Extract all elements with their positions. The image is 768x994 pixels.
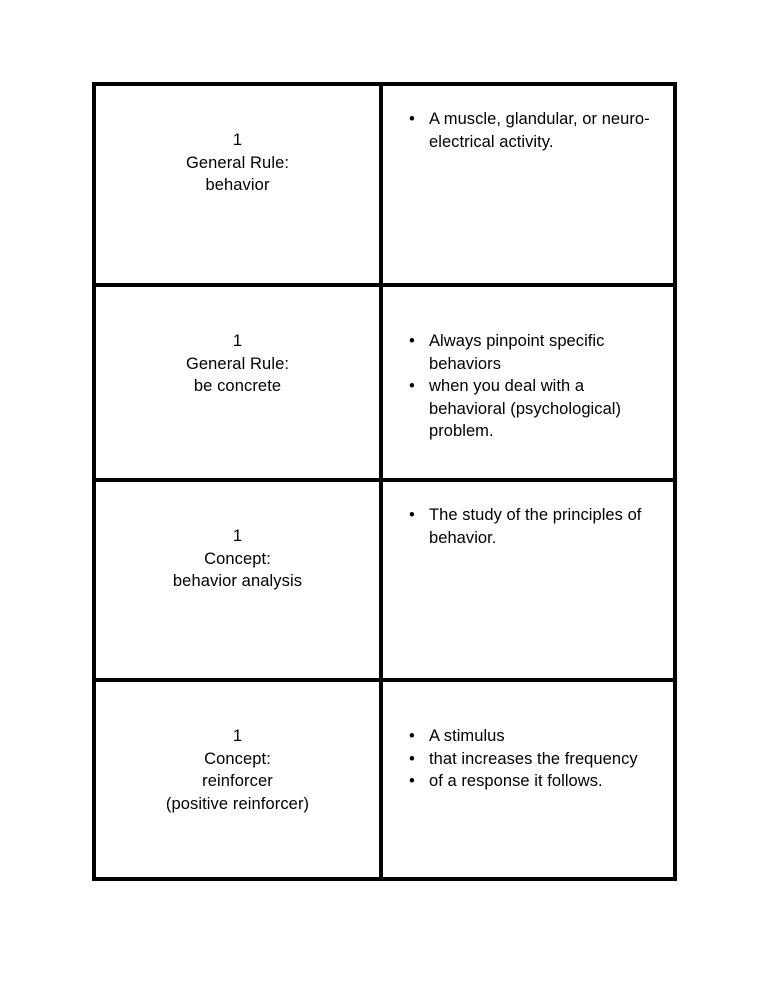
bullet-icon: • bbox=[409, 749, 415, 768]
term-number: 1 bbox=[232, 131, 243, 149]
bullet-icon: • bbox=[409, 506, 415, 524]
list-item-text: Always pinpoint specific behaviors bbox=[429, 332, 605, 373]
bullet-icon: • bbox=[409, 377, 415, 395]
definition-cell: • Always pinpoint specific behaviors • w… bbox=[383, 287, 673, 478]
list-item-text: of a response it follows. bbox=[429, 772, 603, 790]
list-item-text: The study of the principles of behavior. bbox=[429, 506, 642, 547]
term-extra: (positive reinforcer) bbox=[165, 794, 310, 813]
term-category: General Rule: bbox=[185, 354, 290, 373]
term-block: 1 General Rule: be concrete bbox=[96, 330, 379, 398]
definition-cell: • A stimulus • that increases the freque… bbox=[383, 682, 673, 877]
list-item: • of a response it follows. bbox=[383, 770, 669, 793]
term-number: 1 bbox=[232, 332, 243, 350]
term-name: behavior bbox=[205, 176, 270, 194]
table-row: 1 Concept: behavior analysis • The study… bbox=[96, 482, 673, 682]
term-category: General Rule: bbox=[185, 153, 290, 172]
list-item: • The study of the principles of behavio… bbox=[383, 504, 669, 549]
term-category: Concept: bbox=[204, 749, 271, 768]
term-name: be concrete bbox=[193, 377, 282, 395]
table-row: 1 General Rule: behavior • A muscle, gla… bbox=[96, 86, 673, 287]
bullet-icon: • bbox=[409, 332, 415, 350]
definition-bullet-list: • A muscle, glandular, or neuro-electric… bbox=[383, 108, 669, 153]
term-category: Concept: bbox=[204, 549, 271, 568]
bullet-icon: • bbox=[409, 110, 415, 128]
term-cell: 1 Concept: reinforcer (positive reinforc… bbox=[96, 682, 383, 877]
list-item-text: A stimulus bbox=[429, 727, 505, 745]
definition-bullet-list: • Always pinpoint specific behaviors • w… bbox=[383, 330, 669, 443]
term-number: 1 bbox=[232, 727, 243, 745]
term-block: 1 Concept: reinforcer (positive reinforc… bbox=[96, 725, 379, 815]
definition-cell: • A muscle, glandular, or neuro-electric… bbox=[383, 86, 673, 283]
flashcard-table: 1 General Rule: behavior • A muscle, gla… bbox=[92, 82, 677, 881]
list-item: • A stimulus bbox=[383, 725, 669, 748]
term-block: 1 General Rule: behavior bbox=[96, 129, 379, 197]
term-name: reinforcer bbox=[202, 772, 273, 790]
table-row: 1 General Rule: be concrete • Always pin… bbox=[96, 287, 673, 482]
list-item-text: that increases the frequency bbox=[429, 749, 638, 768]
definition-bullet-list: • The study of the principles of behavio… bbox=[383, 504, 669, 549]
list-item: • that increases the frequency bbox=[383, 748, 669, 771]
definition-cell: • The study of the principles of behavio… bbox=[383, 482, 673, 678]
definition-bullet-list: • A stimulus • that increases the freque… bbox=[383, 725, 669, 793]
bullet-icon: • bbox=[409, 727, 415, 745]
list-item-text: A muscle, glandular, or neuro-electrical… bbox=[429, 110, 650, 151]
term-cell: 1 Concept: behavior analysis bbox=[96, 482, 383, 678]
list-item: • when you deal with a behavioral (psych… bbox=[383, 375, 669, 443]
term-cell: 1 General Rule: be concrete bbox=[96, 287, 383, 478]
term-number: 1 bbox=[232, 527, 243, 545]
term-block: 1 Concept: behavior analysis bbox=[96, 525, 379, 593]
list-item: • Always pinpoint specific behaviors bbox=[383, 330, 669, 375]
term-cell: 1 General Rule: behavior bbox=[96, 86, 383, 283]
term-name: behavior analysis bbox=[172, 572, 303, 590]
table-row: 1 Concept: reinforcer (positive reinforc… bbox=[96, 682, 673, 877]
list-item: • A muscle, glandular, or neuro-electric… bbox=[383, 108, 669, 153]
list-item-text: when you deal with a behavioral (psychol… bbox=[429, 377, 622, 440]
bullet-icon: • bbox=[409, 772, 415, 790]
